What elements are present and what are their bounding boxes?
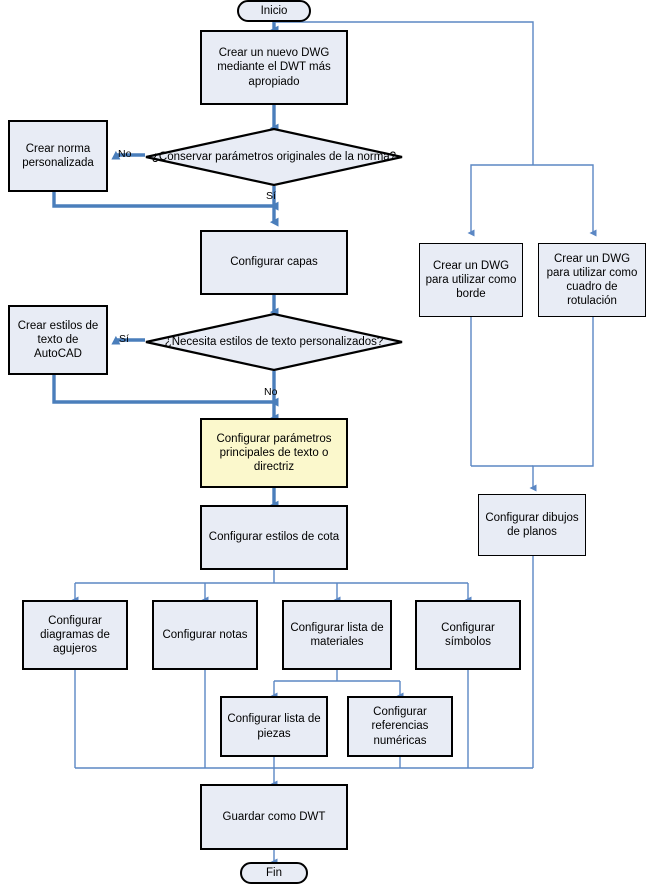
node-config-lista-piezas-label: Configurar lista de piezas [227, 713, 321, 740]
node-guardar[interactable]: Guardar como DWT [200, 784, 348, 850]
decision-diamond-shape [145, 313, 403, 371]
node-crear-estilos-texto-label: Crear estilos de texto de AutoCAD [17, 319, 99, 360]
edge-label-estilos-no: No [264, 386, 278, 398]
node-config-param-texto-label: Configurar parámetros principales de tex… [216, 432, 332, 473]
node-start-label: Inicio [260, 4, 288, 17]
decision-diamond-shape [145, 128, 403, 186]
node-dwg-borde-label: Crear un DWG para utilizar como borde [425, 259, 517, 300]
node-crear-norma[interactable]: Crear norma personalizada [8, 120, 108, 192]
node-config-lista-materiales-label: Configurar lista de materiales [290, 621, 384, 648]
node-config-notas[interactable]: Configurar notas [152, 600, 258, 670]
node-config-dibujos-planos-label: Configurar dibujos de planos [485, 511, 579, 538]
node-dwg-borde[interactable]: Crear un DWG para utilizar como borde [419, 243, 523, 317]
node-guardar-label: Guardar como DWT [222, 810, 326, 823]
node-end[interactable]: Fin [240, 862, 308, 884]
edge-label-estilos-si: Sí [119, 333, 129, 345]
node-configurar-capas-label: Configurar capas [230, 256, 318, 269]
node-config-notas-label: Configurar notas [162, 628, 248, 641]
node-crear-estilos-texto[interactable]: Crear estilos de texto de AutoCAD [8, 305, 108, 375]
node-config-diagramas-label: Configurar diagramas de agujeros [40, 614, 110, 655]
node-decision-norma[interactable]: ¿Conservar parámetros originales de la n… [145, 128, 403, 186]
node-config-dibujos-planos[interactable]: Configurar dibujos de planos [478, 494, 586, 556]
node-create-dwg-label: Crear un nuevo DWG mediante el DWT más a… [217, 47, 331, 88]
node-config-diagramas[interactable]: Configurar diagramas de agujeros [22, 600, 128, 670]
node-start[interactable]: Inicio [237, 0, 311, 22]
edge-label-norma-no: No [118, 148, 132, 160]
node-dwg-rotulacion[interactable]: Crear un DWG para utilizar como cuadro d… [538, 243, 646, 317]
edge-label-norma-si: Sí [266, 190, 276, 202]
node-config-simbolos[interactable]: Configurar símbolos [415, 600, 521, 670]
node-config-estilos-cota[interactable]: Configurar estilos de cota [200, 505, 348, 570]
node-config-estilos-cota-label: Configurar estilos de cota [208, 531, 340, 544]
node-crear-norma-label: Crear norma personalizada [22, 142, 94, 169]
node-end-label: Fin [266, 866, 282, 879]
node-config-referencias[interactable]: Configurar referencias numéricas [347, 696, 453, 757]
node-config-param-texto[interactable]: Configurar parámetros principales de tex… [200, 418, 348, 488]
node-configurar-capas[interactable]: Configurar capas [200, 230, 348, 295]
node-decision-estilos[interactable]: ¿Necesita estilos de texto personalizado… [145, 313, 403, 371]
node-config-lista-piezas[interactable]: Configurar lista de piezas [220, 696, 328, 757]
node-create-dwg[interactable]: Crear un nuevo DWG mediante el DWT más a… [200, 30, 348, 105]
node-config-referencias-label: Configurar referencias numéricas [371, 706, 429, 747]
node-dwg-rotulacion-label: Crear un DWG para utilizar como cuadro d… [546, 252, 638, 308]
node-config-lista-materiales[interactable]: Configurar lista de materiales [282, 600, 392, 670]
node-config-simbolos-label: Configurar símbolos [441, 621, 495, 648]
